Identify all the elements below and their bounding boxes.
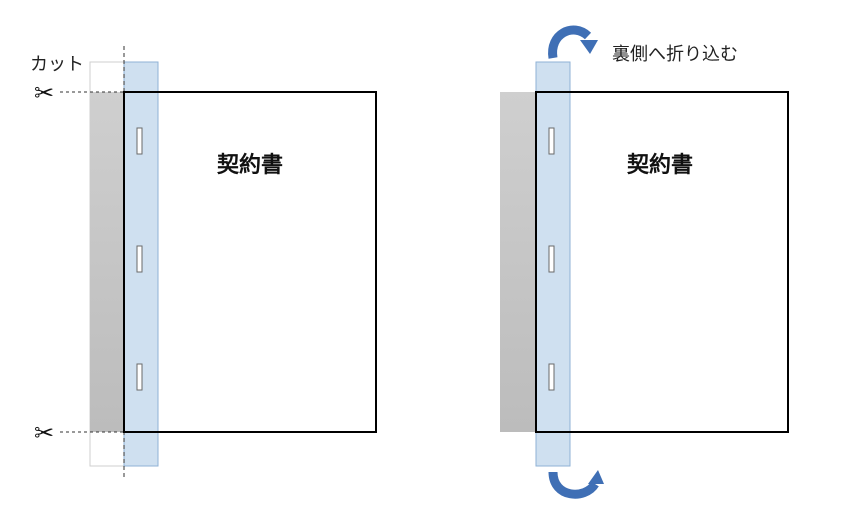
document-title: 契約書 xyxy=(216,152,283,178)
left-diagram: カット 契約書 ✂ ✂ xyxy=(30,46,377,478)
scissors-icon: ✂ xyxy=(34,79,54,107)
staple-slot-top xyxy=(136,127,143,155)
gray-margin xyxy=(500,92,536,432)
staple-slot-middle xyxy=(136,245,143,273)
contract-document xyxy=(535,91,789,433)
scissors-icon: ✂ xyxy=(34,419,54,447)
right-diagram: 契約書 裏側へ折り込む xyxy=(500,25,789,499)
cut-label: カット xyxy=(30,54,84,75)
staple-slot-middle xyxy=(548,245,555,273)
fold-label: 裏側へ折り込む xyxy=(612,44,738,65)
contract-document xyxy=(123,91,377,433)
fold-arrow-top-icon xyxy=(548,25,598,59)
staple-slot-bottom xyxy=(548,363,555,391)
staple-slot-top xyxy=(548,127,555,155)
document-title: 契約書 xyxy=(626,152,693,178)
fold-arrow-bottom-icon xyxy=(548,470,604,499)
staple-slot-bottom xyxy=(136,363,143,391)
gray-margin xyxy=(90,92,124,432)
